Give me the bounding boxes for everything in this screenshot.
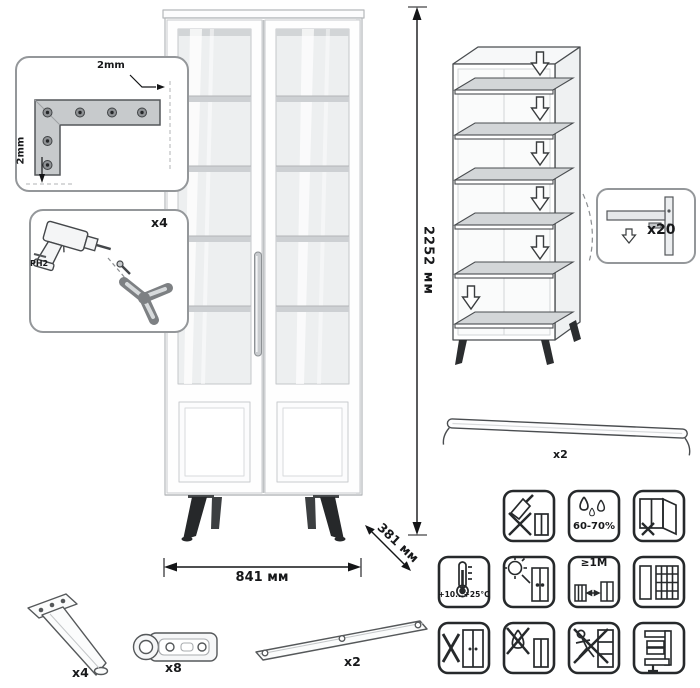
- hinge-part: [132, 632, 218, 662]
- insert-arrow-icons: [461, 51, 550, 311]
- screw-icon: [116, 260, 131, 275]
- humidity-icon: [567, 489, 621, 543]
- cabinet-front-view: [162, 9, 365, 542]
- rail-count-label: x2: [553, 448, 568, 461]
- leg-part: [27, 593, 109, 676]
- height-dimension-arrow: [408, 6, 427, 536]
- shelves: [178, 96, 349, 312]
- rail-part: [442, 418, 691, 456]
- temperature-label: +10...+25°C: [438, 590, 490, 599]
- pin-count-label: x20: [647, 222, 676, 238]
- humidity-label: 60-70%: [572, 521, 615, 532]
- cabinet-legs: [181, 495, 346, 542]
- leg-count-label: x4: [72, 665, 89, 680]
- door-caution-icon: [632, 489, 686, 543]
- no-moisture-icon: [502, 621, 556, 675]
- corner-bracket-inset: [15, 56, 189, 192]
- glass-pane-right: [275, 28, 350, 385]
- drill-bit-label: PH2: [30, 259, 49, 268]
- drill-icon: [32, 220, 112, 272]
- distance-label: ≥1M: [580, 557, 608, 569]
- no-sunlight-icon: [502, 555, 556, 609]
- door-handle: [254, 251, 262, 357]
- drill-inset: [29, 209, 189, 333]
- clamp-icon: [632, 621, 686, 675]
- heat-distance-icon: [567, 555, 621, 609]
- shelf-pin-icon: [648, 222, 662, 229]
- no-climbing-icon: [567, 621, 621, 675]
- no-tip-icon: [437, 621, 491, 675]
- loose-shelves: [453, 77, 575, 329]
- strap-part: [255, 620, 428, 661]
- temperature-icon: [437, 555, 491, 609]
- width-dimension-label: 841 мм: [235, 570, 289, 585]
- no-scraper-icon: [502, 489, 556, 543]
- bracket-top-gap-label: 2mm: [97, 60, 125, 71]
- drill-count-label: x4: [151, 215, 168, 230]
- strap-count-label: x2: [344, 654, 361, 669]
- width-dimension-arrow: [163, 558, 362, 577]
- shelf-pin-detail: [596, 188, 696, 264]
- bracket-side-gap-label: 2mm: [15, 136, 27, 165]
- ventilation-icon: [632, 555, 686, 609]
- depth-dimension-arrow: [365, 525, 411, 571]
- leg-icon: [119, 277, 173, 325]
- shelf-exploded-view: [452, 46, 593, 365]
- bit-icon: [33, 253, 47, 258]
- height-dimension-label: 2252 мм: [420, 226, 436, 295]
- hinge-count-label: x8: [165, 660, 182, 675]
